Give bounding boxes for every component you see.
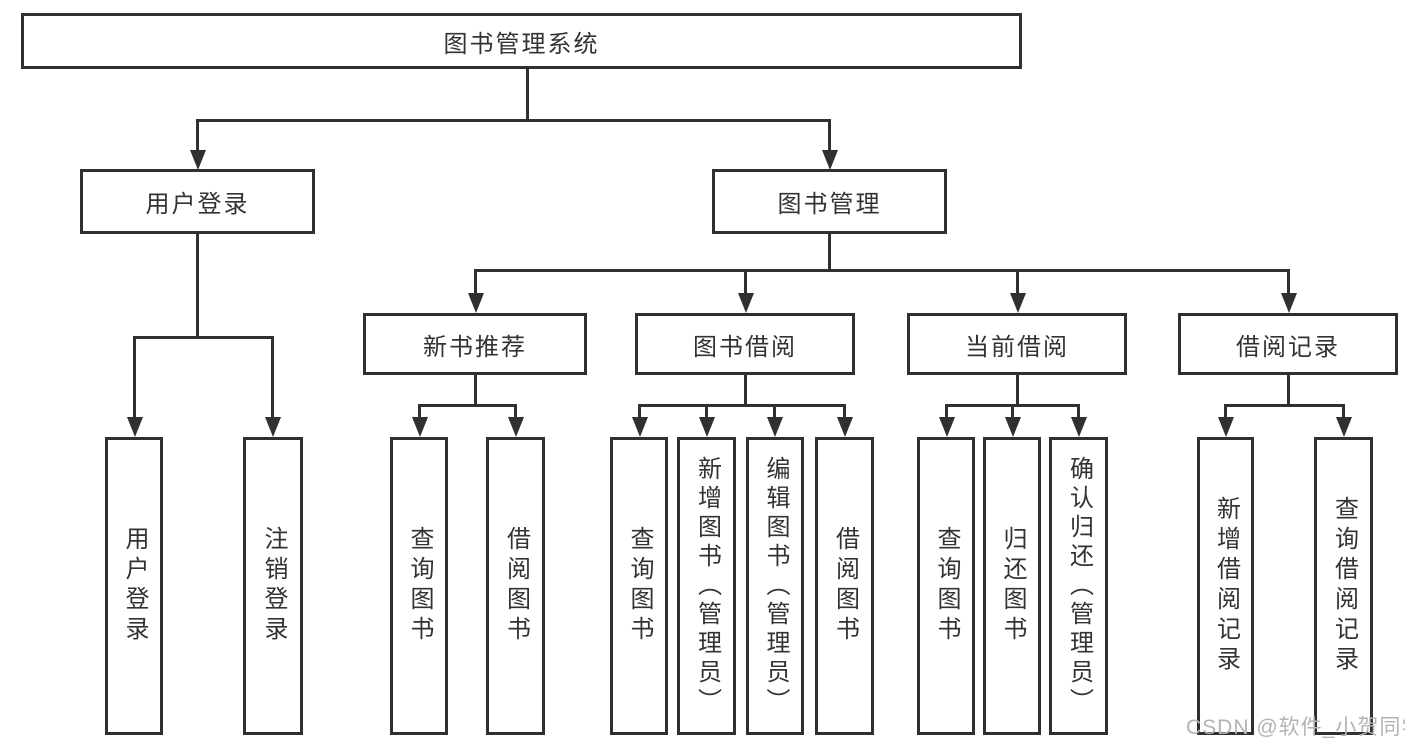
node-new-book-recommend: 新书推荐 <box>363 313 587 375</box>
arrow-down-icon <box>412 417 428 437</box>
connector-vline <box>1287 375 1290 407</box>
connector-vline <box>828 119 831 152</box>
arrow-down-icon <box>632 417 648 437</box>
connector-vline <box>133 336 136 419</box>
arrow-down-icon <box>127 417 143 437</box>
connector-vline <box>196 234 199 338</box>
connector-vline <box>514 404 517 419</box>
connector-vline <box>744 269 747 296</box>
arrow-down-icon <box>1336 417 1352 437</box>
connector-hline <box>196 119 831 122</box>
connector-vline <box>945 404 948 419</box>
connector-vline <box>474 375 477 407</box>
connector-vline <box>196 119 199 152</box>
leaf-add-borrow-record: 新增借阅记录 <box>1197 437 1254 735</box>
connector-vline <box>744 375 747 407</box>
connector-vline <box>1016 375 1019 407</box>
arrow-down-icon <box>1218 417 1234 437</box>
connector-vline <box>474 269 477 296</box>
connector-vline <box>1224 404 1227 419</box>
node-root-system: 图书管理系统 <box>21 13 1022 69</box>
node-book-borrowing: 图书借阅 <box>635 313 855 375</box>
node-current-borrowing: 当前借阅 <box>907 313 1127 375</box>
node-user-login: 用户登录 <box>80 169 315 234</box>
arrow-down-icon <box>508 417 524 437</box>
leaf-borrow-books-borrowing: 借阅图书 <box>815 437 874 735</box>
connector-vline <box>271 336 274 419</box>
node-book-management: 图书管理 <box>712 169 947 234</box>
leaf-confirm-return-admin: 确认归还（管理员） <box>1049 437 1108 735</box>
connector-vline <box>638 404 641 419</box>
leaf-return-books: 归还图书 <box>983 437 1041 735</box>
arrow-down-icon <box>822 150 838 170</box>
arrow-down-icon <box>468 293 484 313</box>
connector-vline <box>1011 404 1014 419</box>
arrow-down-icon <box>1010 293 1026 313</box>
leaf-query-borrow-record: 查询借阅记录 <box>1314 437 1373 735</box>
leaf-user-login: 用户登录 <box>105 437 163 735</box>
connector-vline <box>418 404 421 419</box>
arrow-down-icon <box>1281 293 1297 313</box>
connector-hline <box>474 269 1290 272</box>
leaf-query-books-borrowing: 查询图书 <box>610 437 668 735</box>
connector-hline <box>638 404 846 407</box>
leaf-query-books-recommend: 查询图书 <box>390 437 448 735</box>
arrow-down-icon <box>939 417 955 437</box>
arrow-down-icon <box>1005 417 1021 437</box>
arrow-down-icon <box>837 417 853 437</box>
connector-vline <box>526 69 529 121</box>
leaf-logout: 注销登录 <box>243 437 303 735</box>
arrow-down-icon <box>738 293 754 313</box>
arrow-down-icon <box>699 417 715 437</box>
connector-vline <box>1016 269 1019 296</box>
connector-vline <box>828 234 831 272</box>
connector-vline <box>773 404 776 419</box>
csdn-watermark: CSDN @软件_小贺同学 <box>1186 716 1405 739</box>
connector-vline <box>705 404 708 419</box>
connector-hline <box>1224 404 1345 407</box>
leaf-borrow-books-recommend: 借阅图书 <box>486 437 545 735</box>
arrow-down-icon <box>1071 417 1087 437</box>
connector-vline <box>1342 404 1345 419</box>
leaf-edit-books-admin: 编辑图书（管理员） <box>746 437 804 735</box>
leaf-add-books-admin: 新增图书（管理员） <box>677 437 736 735</box>
arrow-down-icon <box>767 417 783 437</box>
leaf-query-books-current: 查询图书 <box>917 437 975 735</box>
arrow-down-icon <box>265 417 281 437</box>
arrow-down-icon <box>190 150 206 170</box>
connector-vline <box>1287 269 1290 296</box>
connector-hline <box>418 404 517 407</box>
connector-hline <box>133 336 274 339</box>
connector-vline <box>1077 404 1080 419</box>
node-borrowing-records: 借阅记录 <box>1178 313 1398 375</box>
connector-vline <box>843 404 846 419</box>
